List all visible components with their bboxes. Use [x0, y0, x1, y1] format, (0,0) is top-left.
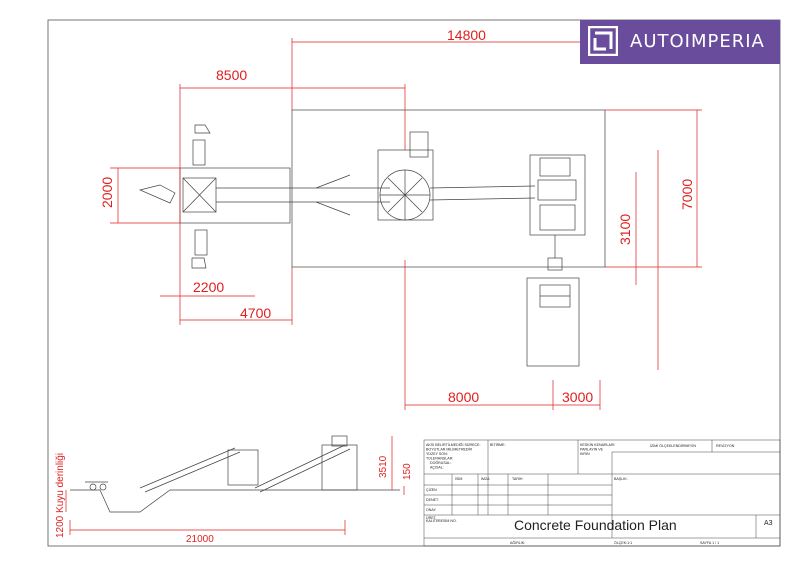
dim-feed-length: 8500 [216, 67, 247, 83]
dim-hopper-offset: 2200 [193, 279, 224, 295]
tb-sheet-size: A3 [764, 520, 773, 527]
tb-col-name: İSİM [455, 476, 462, 481]
tb-edges-2: PARLAYIN VE [580, 448, 604, 452]
dim-crusher-width: 3100 [617, 214, 633, 245]
dim-hopper-width: 2000 [99, 177, 115, 208]
dim-pit-depth: 1200 Kuyu derinliği [55, 453, 66, 538]
tb-col-date: TARİH [512, 476, 523, 481]
tb-note-4: TOLERANSLAR: [426, 457, 453, 461]
plan-dimension-labels: 14800 8500 2000 2200 4700 7000 3100 8000… [99, 27, 695, 405]
sheet-border [47, 19, 781, 547]
tb-role-produced: ÜRET. [426, 516, 437, 520]
drawing-title: Concrete Foundation Plan [514, 517, 677, 533]
brand-logo: AUTOIMPERIA [580, 20, 780, 64]
dim-frame-height: 7000 [679, 179, 695, 210]
tb-role-approved: ONAY. [426, 508, 437, 512]
side-dimension-lines [65, 436, 405, 535]
dim-side-small-offset: 150 [402, 463, 413, 480]
tb-drawing-no: RESİM NO. [438, 518, 457, 523]
tb-revision: REVİZYON [716, 443, 735, 448]
tb-edges-3: KIRIN [580, 452, 590, 456]
tb-scale: ÖLÇEK:1:1 [614, 541, 632, 545]
tb-note-2: BOYUTLAR MİLİMETREDİR [426, 447, 473, 452]
tb-finish: BİTİRME: [490, 442, 506, 447]
side-view [70, 435, 400, 513]
dim-hopper-to-frame: 4700 [240, 305, 271, 321]
title-block-lines [423, 439, 781, 547]
tb-role-drawn: ÇİZEN [426, 487, 437, 492]
tb-note-3: YÜZEY SON: [426, 452, 448, 456]
dim-side-total-length: 21000 [186, 534, 214, 545]
tb-edges-1: KESKİN KENARLARI [580, 442, 615, 447]
brand-name: AUTOIMPERIA [630, 31, 765, 52]
dim-tail-width: 3000 [562, 389, 593, 405]
dim-side-height: 3510 [378, 455, 389, 478]
tb-note-5: DOĞRUSAL: [430, 460, 451, 465]
tb-note-6: AÇISAL: [430, 466, 444, 470]
tb-role-checked: DENET. [426, 498, 439, 502]
tb-col-sign: İMZA [481, 476, 490, 481]
tb-no-scale: İZİMİ ÖLÇEKLENDİRMEYİN [650, 443, 696, 448]
dim-tail-length: 8000 [448, 389, 479, 405]
plan-view [138, 109, 606, 367]
logo-mark-icon [588, 26, 618, 56]
tb-material: KALİTE [426, 518, 439, 523]
tb-title-label: BAŞLIK: [614, 477, 628, 481]
tb-page: SAYFA 1 / 1 [700, 541, 719, 545]
dim-total-length: 14800 [447, 27, 486, 43]
tb-note-1: AKSİ BELİRTİLMEDİĞİ SÜRECE: [426, 442, 480, 447]
plan-dimension-lines [110, 38, 702, 410]
side-dimension-labels: 21000 3510 150 1200 Kuyu derinliği [55, 453, 413, 545]
title-block: AKSİ BELİRTİLMEDİĞİ SÜRECE: BOYUTLAR MİL… [426, 442, 773, 545]
tb-weight: AĞIRLIK: [510, 540, 525, 545]
